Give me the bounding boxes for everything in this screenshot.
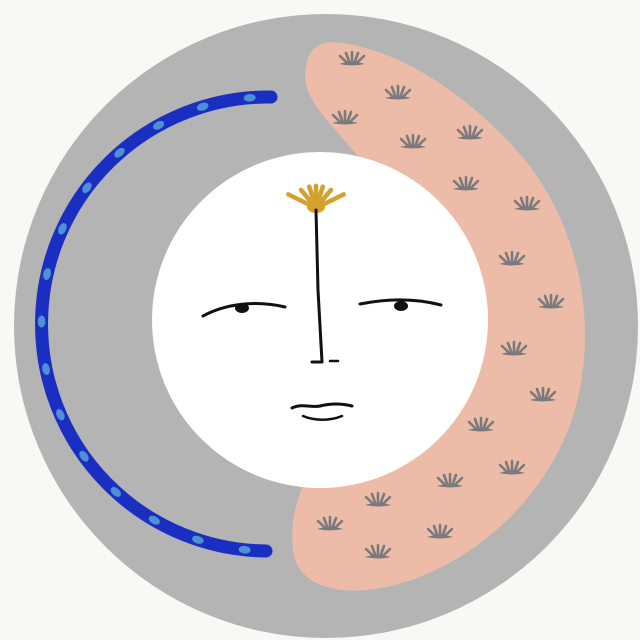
blue-dot bbox=[79, 450, 89, 462]
grass-tuft-icon bbox=[426, 523, 454, 539]
grass-tuft-icon bbox=[537, 293, 565, 309]
right-eye-pupil bbox=[394, 301, 408, 311]
blue-dot bbox=[243, 93, 256, 102]
grass-tuft-icon bbox=[331, 109, 359, 125]
right-eye-lid bbox=[358, 298, 443, 307]
grass-tuft-icon bbox=[500, 340, 528, 356]
grass-tuft-icon bbox=[529, 386, 557, 402]
left-eye-pupil bbox=[235, 303, 249, 313]
upper-lip bbox=[290, 402, 354, 410]
grass-tuft-icon bbox=[498, 459, 526, 475]
blue-dot bbox=[238, 545, 251, 554]
grass-tuft-icon bbox=[364, 543, 392, 559]
blue-dot bbox=[148, 515, 160, 525]
grass-tuft-icon bbox=[513, 195, 541, 211]
grass-tuft-icon bbox=[452, 175, 480, 191]
nose-line bbox=[310, 208, 324, 364]
blue-dot bbox=[82, 182, 92, 194]
grass-tuft-icon bbox=[436, 472, 464, 488]
blue-dot bbox=[192, 535, 204, 544]
grass-tuft-icon bbox=[364, 491, 392, 507]
grass-tuft-icon bbox=[338, 50, 366, 66]
blue-dot bbox=[42, 363, 50, 376]
lower-lip bbox=[301, 414, 344, 421]
blue-dot bbox=[153, 120, 165, 130]
blue-dot bbox=[196, 102, 209, 111]
sunburst-icon bbox=[286, 183, 346, 213]
grass-tuft-icon bbox=[316, 515, 344, 531]
blue-arc-dots bbox=[37, 93, 256, 554]
blue-dot bbox=[110, 487, 121, 497]
grass-tuft-icon bbox=[456, 124, 484, 140]
grass-tuft-icon bbox=[399, 133, 427, 149]
blue-dot bbox=[56, 408, 65, 421]
tuft-group bbox=[316, 50, 565, 559]
grass-tuft-icon bbox=[498, 250, 526, 266]
grass-tuft-icon bbox=[467, 416, 495, 432]
blue-dot bbox=[114, 147, 125, 158]
blue-dot bbox=[58, 223, 67, 235]
blue-dot bbox=[37, 315, 46, 328]
face-features bbox=[201, 208, 443, 421]
grass-tuft-icon bbox=[384, 84, 412, 100]
blue-dot bbox=[43, 268, 52, 280]
